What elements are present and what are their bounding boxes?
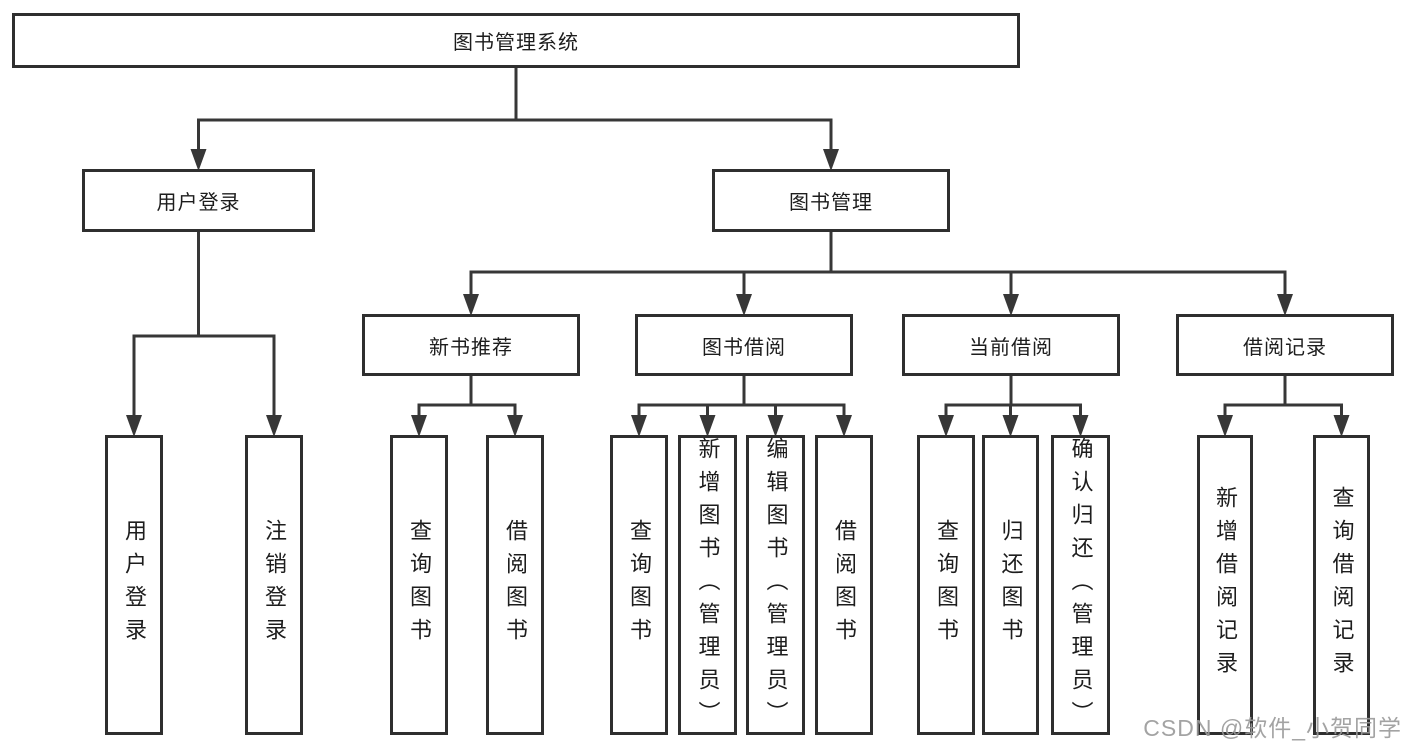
leaf-add-borrow-record: 新增借阅记录 — [1197, 435, 1253, 735]
leaf-borrow-books-2-label: 借阅图书 — [832, 519, 857, 651]
leaf-query-books-3: 查询图书 — [917, 435, 975, 735]
leaf-query-books-2: 查询图书 — [610, 435, 668, 735]
node-library-management-system: 图书管理系统 — [12, 13, 1020, 68]
node-book-borrowing: 图书借阅 — [635, 314, 853, 376]
leaf-confirm-return-admin-label: 确认归还（管理员） — [1068, 436, 1094, 734]
leaf-logout: 注销登录 — [245, 435, 303, 735]
node-book-borrowing-label: 图书借阅 — [702, 336, 786, 359]
leaf-add-books-admin: 新增图书（管理员） — [678, 435, 737, 735]
leaf-user-login-label: 用户登录 — [122, 519, 147, 651]
node-current-borrowing-label: 当前借阅 — [969, 336, 1053, 359]
leaf-query-books: 查询图书 — [390, 435, 448, 735]
leaf-add-borrow-record-label: 新增借阅记录 — [1213, 486, 1238, 684]
leaf-borrow-books-2: 借阅图书 — [815, 435, 873, 735]
node-user-login: 用户登录 — [82, 169, 315, 232]
node-current-borrowing: 当前借阅 — [902, 314, 1120, 376]
leaf-add-books-admin-label: 新增图书（管理员） — [695, 436, 721, 734]
leaf-edit-books-admin: 编辑图书（管理员） — [746, 435, 805, 735]
node-book-management-label: 图书管理 — [789, 192, 873, 214]
node-user-login-label: 用户登录 — [156, 192, 241, 214]
node-borrow-records-label: 借阅记录 — [1243, 336, 1327, 359]
leaf-query-borrow-record-label: 查询借阅记录 — [1329, 486, 1355, 684]
watermark-text: CSDN @软件_小贺同学 — [1143, 715, 1402, 741]
node-library-management-system-label: 图书管理系统 — [453, 32, 579, 54]
leaf-query-borrow-record: 查询借阅记录 — [1313, 435, 1370, 735]
leaf-logout-label: 注销登录 — [262, 519, 287, 651]
leaf-edit-books-admin-label: 编辑图书（管理员） — [763, 436, 789, 734]
leaf-user-login: 用户登录 — [105, 435, 163, 735]
node-new-book-recommend-label: 新书推荐 — [429, 336, 513, 359]
leaf-return-books: 归还图书 — [982, 435, 1039, 735]
node-borrow-records: 借阅记录 — [1176, 314, 1394, 376]
leaf-query-books-2-label: 查询图书 — [627, 519, 652, 651]
leaf-borrow-books: 借阅图书 — [486, 435, 544, 735]
leaf-return-books-label: 归还图书 — [998, 519, 1024, 651]
node-book-management: 图书管理 — [712, 169, 950, 232]
leaf-query-books-3-label: 查询图书 — [934, 519, 959, 651]
leaf-query-books-label: 查询图书 — [407, 519, 432, 651]
leaf-borrow-books-label: 借阅图书 — [503, 519, 528, 651]
node-new-book-recommend: 新书推荐 — [362, 314, 580, 376]
leaf-confirm-return-admin: 确认归还（管理员） — [1051, 435, 1110, 735]
